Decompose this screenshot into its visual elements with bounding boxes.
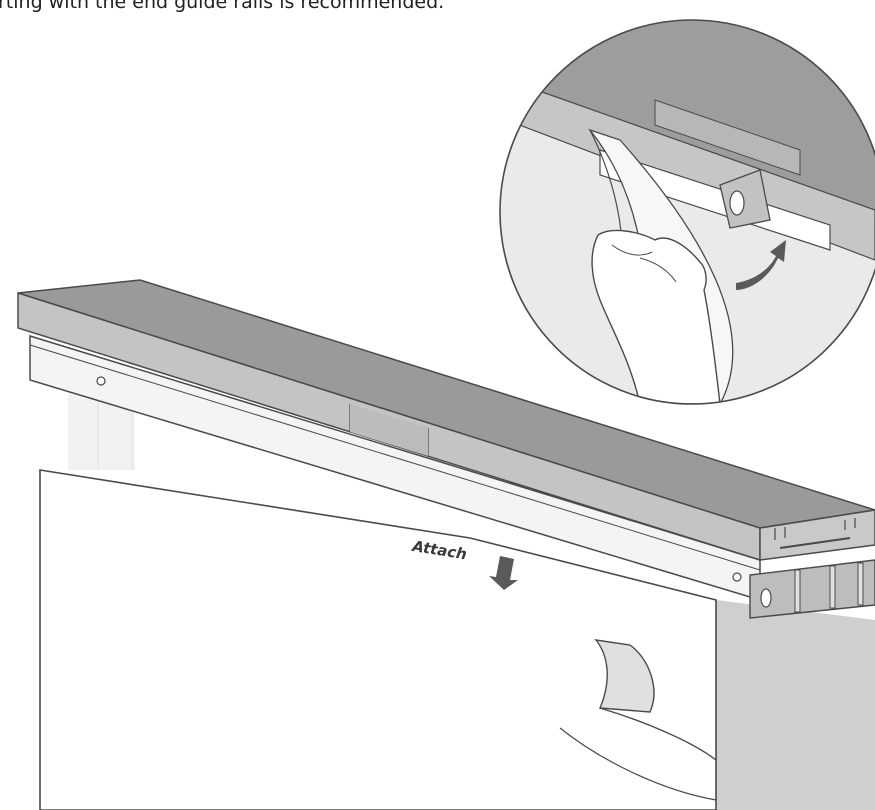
cabinet-side-panel [716, 600, 875, 810]
top-rail-housing [17, 279, 875, 562]
rail-end-cap [749, 559, 875, 619]
hand-peeling-icon [591, 229, 721, 404]
protective-film [559, 639, 717, 801]
white-panel [39, 469, 717, 810]
up-arrow-icon [489, 556, 518, 590]
curved-arrow-icon [736, 240, 786, 290]
rail-screw-hole-left [96, 376, 106, 386]
detail-bracket-icon [719, 169, 771, 229]
instruction-caption: rting with the end guide rails is recomm… [0, 0, 445, 13]
background-strips [68, 392, 135, 470]
rail-screw-hole-right [732, 572, 742, 582]
detail-magnifier [499, 19, 875, 405]
